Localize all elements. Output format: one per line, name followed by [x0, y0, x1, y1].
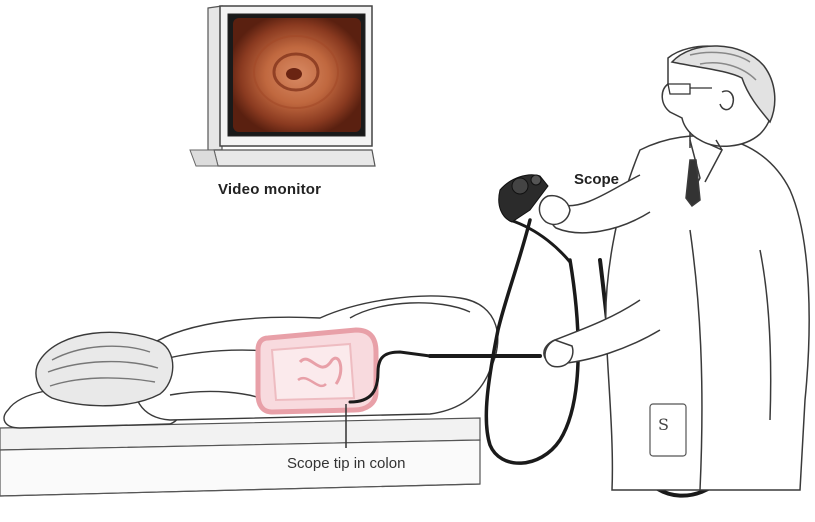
scope-label: Scope: [574, 171, 619, 188]
exam-table: [0, 418, 480, 496]
scope-tip-label: Scope tip in colon: [287, 455, 405, 472]
video-monitor: [190, 6, 375, 166]
video-monitor-label: Video monitor: [218, 181, 321, 198]
doctor: S: [539, 46, 809, 490]
svg-text:S: S: [658, 415, 669, 434]
colon: [258, 330, 376, 412]
patient: [4, 296, 498, 428]
